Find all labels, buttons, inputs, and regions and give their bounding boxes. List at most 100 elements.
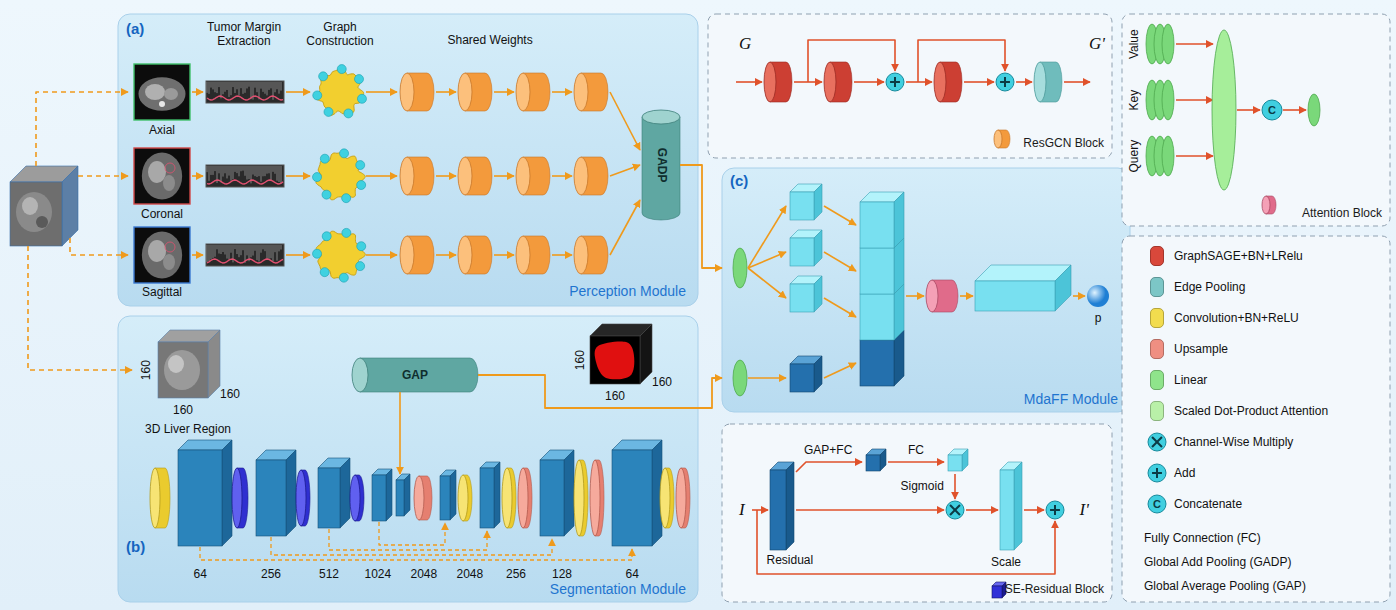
legend-text: Add (1174, 466, 1195, 480)
illustration-part (261, 166, 262, 182)
diagram-label: G (739, 34, 751, 54)
illustration-part (316, 153, 365, 200)
illustration-part (329, 529, 487, 550)
illustration-part (247, 82, 248, 88)
illustration-part (339, 273, 348, 282)
illustration-part (748, 377, 786, 379)
illustration-part (255, 245, 256, 251)
diagram-label: Residual (767, 553, 814, 567)
illustration-part (458, 157, 472, 195)
legend-text: Channel-Wise Multiply (1174, 435, 1293, 449)
illustration-part (357, 181, 366, 190)
illustration-part (733, 360, 747, 396)
illustration-part (118, 316, 698, 602)
illustration-part (860, 248, 894, 294)
diagram-label: Tumor Margin Extraction (192, 20, 296, 49)
illustration-part (164, 88, 178, 100)
illustration-part (590, 460, 600, 536)
node-title: MdaFF Module (1024, 391, 1118, 408)
illustration-part (748, 206, 786, 268)
illustration-part (894, 77, 896, 87)
pooling-cylinder: GAP (352, 358, 478, 392)
illustration-part (366, 91, 397, 93)
illustration-part (436, 91, 456, 93)
legend-swatch (1150, 339, 1164, 359)
illustration-part (357, 94, 366, 103)
illustration-part (1034, 62, 1046, 102)
legend-note: Global Add Pooling (GADP) (1144, 555, 1291, 569)
illustration-part (271, 537, 552, 555)
illustration-part (271, 245, 272, 258)
illustration-part (516, 236, 530, 274)
illustration-part (860, 202, 894, 248)
illustration-part (279, 166, 280, 182)
illustration-part (642, 117, 680, 220)
illustration-part (225, 166, 226, 173)
illustration-part (366, 175, 397, 177)
illustration-part (1156, 468, 1158, 478)
illustration-part (211, 245, 212, 259)
illustration-part (975, 265, 1071, 281)
feature-flow-arrow (478, 375, 722, 408)
illustration-part (243, 166, 244, 171)
illustration-part (954, 474, 956, 499)
illustration-part (640, 324, 652, 384)
illustration-part (273, 82, 274, 100)
illustration-part (748, 268, 786, 298)
illustration-part (215, 245, 216, 257)
illustration-part (235, 166, 236, 172)
illustration-part (1176, 43, 1213, 45)
illustration-part (222, 440, 232, 546)
illustration-part (227, 166, 228, 178)
illustration-part (235, 82, 236, 93)
illustration-part (1152, 437, 1162, 447)
diagram-label: FC (908, 443, 924, 457)
illustration-part (296, 470, 306, 526)
feature-flow-arrow (680, 165, 722, 268)
panel-tag: (a) (126, 20, 144, 38)
illustration-part (219, 82, 220, 87)
illustration-part (316, 231, 365, 278)
illustration-part (399, 392, 401, 474)
illustration-part (261, 245, 262, 253)
illustration-part (241, 245, 242, 255)
illustration-part (255, 166, 256, 176)
illustration-part (257, 166, 258, 177)
dimension-label: 160 (605, 389, 625, 403)
illustration-part (275, 166, 276, 174)
diagram-label: I' (1080, 500, 1089, 520)
illustration-part (256, 460, 286, 536)
illustration-part (277, 82, 278, 89)
illustration-part (150, 468, 160, 528)
illustration-part (722, 168, 1130, 412)
node-label: GAP (402, 368, 428, 382)
illustration-part (265, 245, 266, 251)
illustration-part (814, 230, 822, 266)
illustration-part (860, 340, 894, 386)
illustration-part (251, 245, 252, 257)
illustration-part (946, 501, 964, 519)
illustration-part (215, 82, 216, 92)
illustration-part (253, 245, 254, 256)
illustration-part (271, 166, 272, 180)
illustration-part (207, 166, 208, 172)
illustration-part (950, 505, 960, 515)
node-label: Axial (149, 123, 175, 137)
illustration-part (192, 254, 203, 256)
dimension-label: 160 (220, 387, 240, 401)
illustration-part (494, 91, 514, 93)
illustration-part (1176, 155, 1213, 157)
illustration-part (209, 82, 210, 94)
illustration-part (259, 245, 260, 262)
diagram-label: Value (1127, 29, 1141, 59)
dimension-label: 160 (139, 360, 153, 380)
illustration-part (207, 245, 208, 262)
illustration-part (796, 462, 862, 472)
illustration-part (209, 245, 210, 261)
illustration-part (159, 101, 165, 107)
illustration-part (165, 163, 175, 173)
illustration-part (880, 449, 886, 471)
illustration-part (10, 182, 62, 246)
illustration-part (215, 166, 216, 171)
illustration-part (239, 82, 240, 95)
